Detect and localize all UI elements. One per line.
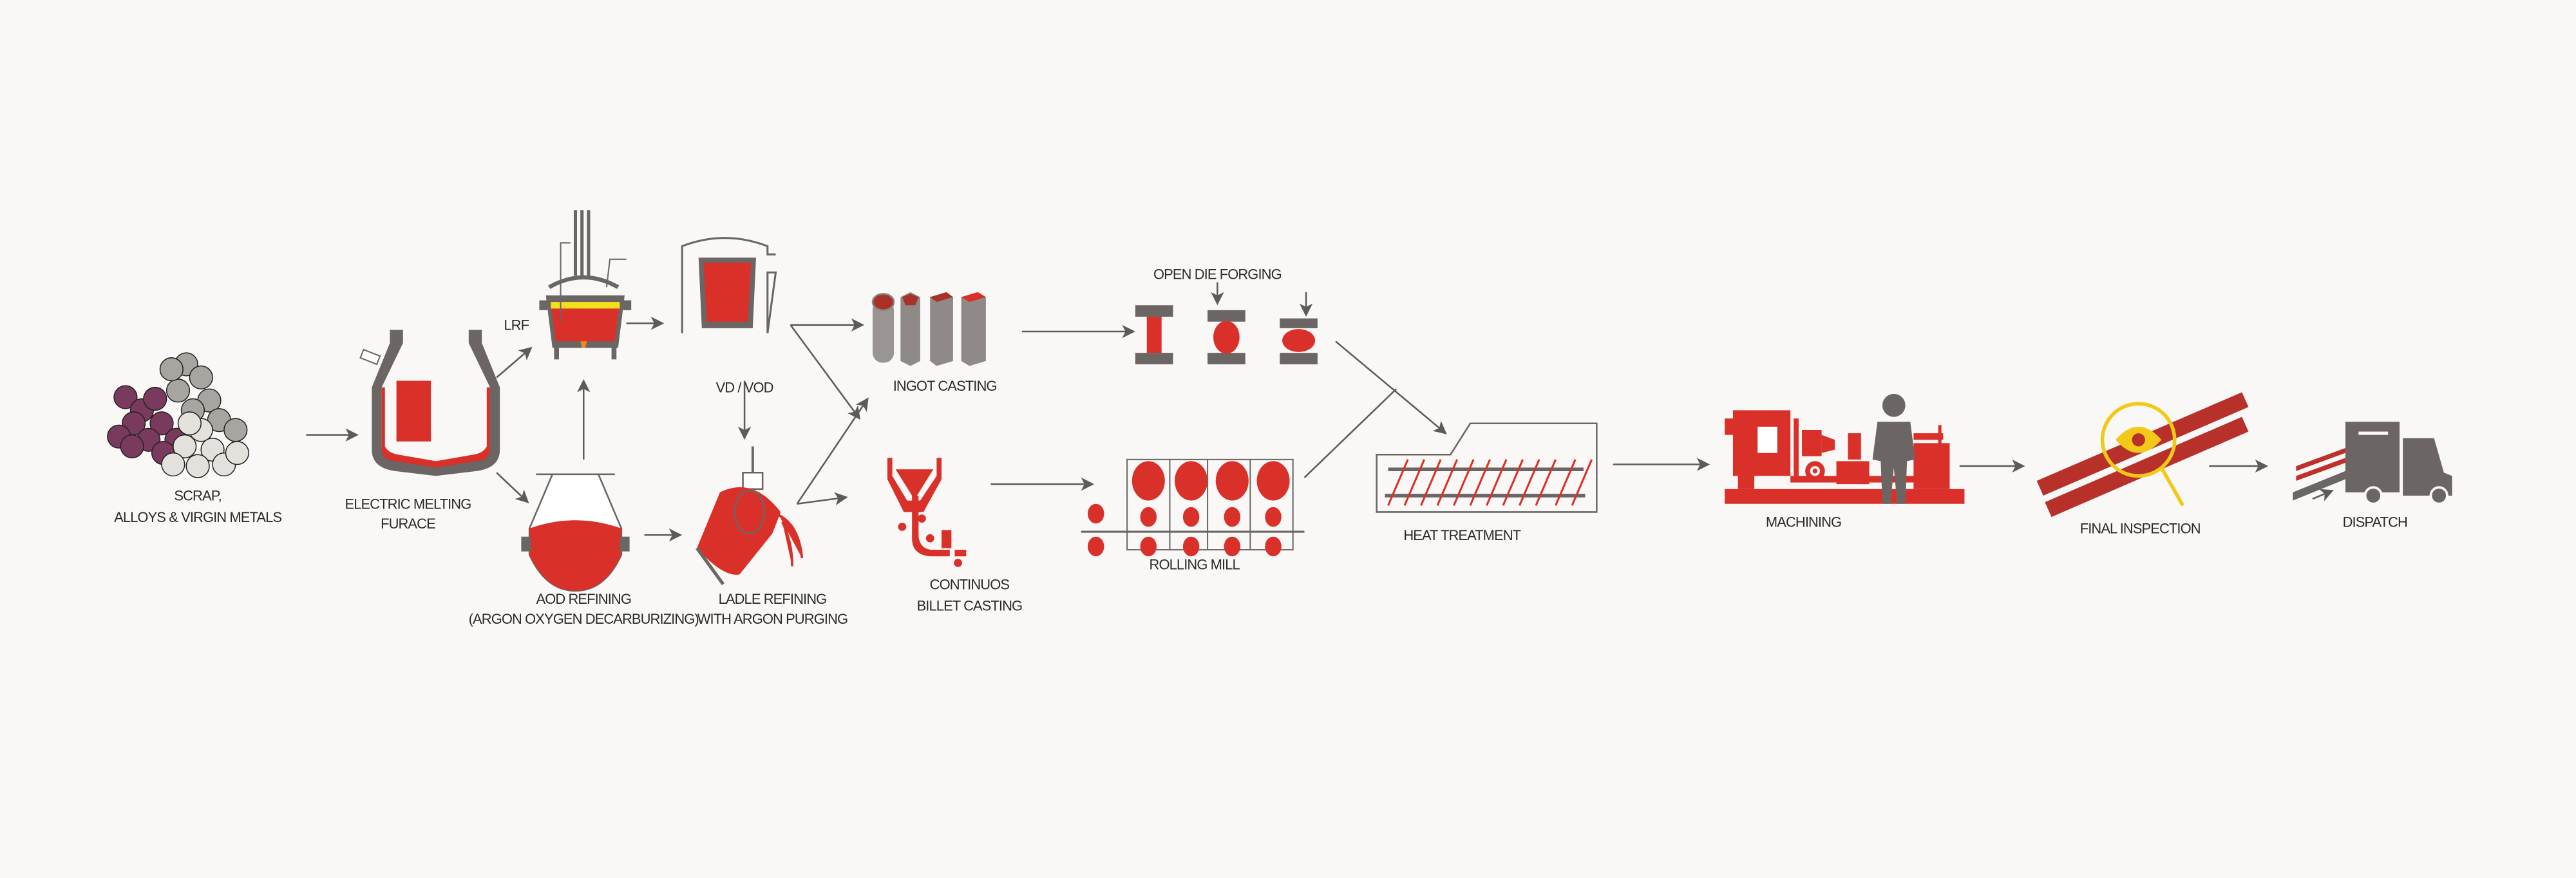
billet-label-line2: BILLET CASTING xyxy=(917,597,1023,613)
ingot-casting-label: INGOT CASTING xyxy=(893,378,997,394)
ingot-casting-icon xyxy=(871,292,986,366)
arrow-ladle-to-ingot xyxy=(796,397,869,505)
ladle-label-line2: WITH ARGON PURGING xyxy=(697,611,848,627)
arrow-vd-to-billet xyxy=(790,324,861,420)
vacuum-degassing-icon xyxy=(681,237,777,333)
aod-label-line1: AOD REFINING xyxy=(536,591,631,607)
aod-converter-icon xyxy=(521,473,630,592)
final-inspection-icon xyxy=(2036,392,2249,518)
final-inspection-label: FINAL INSPECTION xyxy=(2080,521,2201,537)
ladle-label-line1: LADLE REFINING xyxy=(719,591,827,607)
scrap-label-line2: ALLOYS & VIRGIN METALS xyxy=(114,509,281,525)
ladle-pouring-icon xyxy=(696,446,804,586)
scrap-label-line1: SCRAP, xyxy=(174,488,221,504)
heat-treatment-furnace-icon xyxy=(1376,422,1598,513)
open-die-forging-icon xyxy=(1135,282,1318,364)
billet-label-line1: CONTINUOS xyxy=(930,576,1010,592)
rolling-mill-icon xyxy=(1081,458,1305,557)
arrow-ladle-to-billet xyxy=(797,492,848,505)
ladle-refining-furnace-icon xyxy=(539,210,632,360)
delivery-truck-icon xyxy=(2293,422,2452,505)
arrow-furnace-to-lrf xyxy=(496,346,533,378)
heat-treatment-label: HEAT TREATMENT xyxy=(1403,527,1520,543)
lrf-label: LRF xyxy=(504,317,529,333)
furnace-label-line2: FURACE xyxy=(381,516,435,532)
forging-label: OPEN DIE FORGING xyxy=(1153,266,1282,282)
lathe-machining-icon xyxy=(1725,393,1965,504)
rolling-mill-label: ROLLING MILL xyxy=(1150,557,1240,573)
continuous-billet-casting-icon xyxy=(887,458,967,567)
electric-furnace-icon xyxy=(359,330,500,476)
arrow-rolling-to-heat xyxy=(1303,388,1397,478)
machining-label: MACHINING xyxy=(1766,514,1841,530)
dispatch-label: DISPATCH xyxy=(2343,514,2407,530)
arrow-forging-to-heat xyxy=(1335,341,1447,434)
aod-label-line2: (ARGON OXYGEN DECARBURIZING) xyxy=(469,611,699,627)
arrow-furnace-to-aod xyxy=(496,472,529,503)
scrap-pile-icon xyxy=(107,352,249,478)
flow-arrows xyxy=(306,317,2269,542)
furnace-label-line1: ELECTRIC MELTING xyxy=(345,496,471,512)
vd-vod-label: VD / VOD xyxy=(716,379,773,395)
